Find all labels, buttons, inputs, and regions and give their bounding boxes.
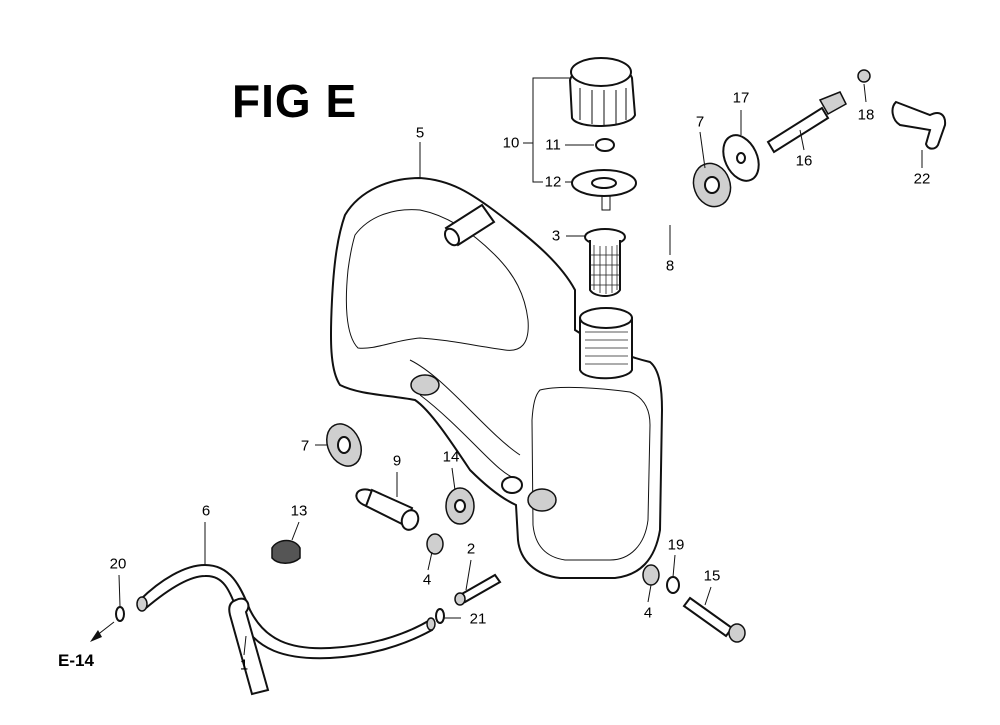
mounting-bolt xyxy=(766,91,847,154)
leader-lines xyxy=(118,77,923,656)
callout-2[interactable]: 2 xyxy=(466,540,476,558)
fuel-tank xyxy=(329,176,664,579)
callout-22[interactable]: 22 xyxy=(913,170,931,188)
tube-clip-right xyxy=(435,608,445,624)
callout-16[interactable]: 16 xyxy=(795,152,813,170)
flange-nut-left xyxy=(426,533,444,555)
spacer-collar xyxy=(443,203,496,247)
callout-19[interactable]: 19 xyxy=(667,536,685,554)
callout-17[interactable]: 17 xyxy=(732,89,750,107)
callout-11[interactable]: 11 xyxy=(545,136,561,154)
callout-4-right[interactable]: 4 xyxy=(643,604,653,622)
tube-clip-left xyxy=(115,606,125,622)
tank-bracket xyxy=(891,100,947,150)
flange-bolt xyxy=(682,596,746,643)
callout-13[interactable]: 13 xyxy=(290,502,308,520)
small-washer xyxy=(666,576,680,594)
callout-21[interactable]: 21 xyxy=(469,610,487,628)
tank-bolt xyxy=(454,573,502,606)
flange-nut-right xyxy=(642,564,660,586)
washer-plate xyxy=(722,134,760,182)
callout-3[interactable]: 3 xyxy=(551,227,561,245)
callout-12[interactable]: 12 xyxy=(544,173,562,191)
callout-7-upper[interactable]: 7 xyxy=(695,113,705,131)
arrow-head-icon xyxy=(90,630,102,642)
rubber-mount-upper xyxy=(692,162,732,208)
callout-9[interactable]: 9 xyxy=(392,452,402,470)
callout-1[interactable]: 1 xyxy=(239,656,249,674)
callout-20[interactable]: 20 xyxy=(109,555,127,573)
grommet xyxy=(445,487,475,525)
hex-nut xyxy=(857,69,871,83)
cap-gasket xyxy=(571,169,637,211)
callout-8[interactable]: 8 xyxy=(665,257,675,275)
callout-6[interactable]: 6 xyxy=(201,502,211,520)
reference-label: E-14 xyxy=(58,651,94,670)
rubber-mount-lower xyxy=(326,423,362,467)
callout-15[interactable]: 15 xyxy=(703,567,721,585)
callout-10[interactable]: 10 xyxy=(502,134,520,152)
callout-18[interactable]: 18 xyxy=(857,106,875,124)
fuel-strainer xyxy=(584,228,626,297)
cap-seal-ring xyxy=(595,138,615,152)
callout-7-lower[interactable]: 7 xyxy=(300,437,310,455)
fuel-joint xyxy=(355,488,420,531)
filler-cap xyxy=(568,57,637,127)
figure-title: FIG E xyxy=(232,75,358,127)
hose-clip xyxy=(271,539,301,564)
callout-14[interactable]: 14 xyxy=(442,448,460,466)
callout-4-left[interactable]: 4 xyxy=(422,571,432,589)
fuel-tube xyxy=(136,563,436,696)
callout-5[interactable]: 5 xyxy=(415,124,425,142)
